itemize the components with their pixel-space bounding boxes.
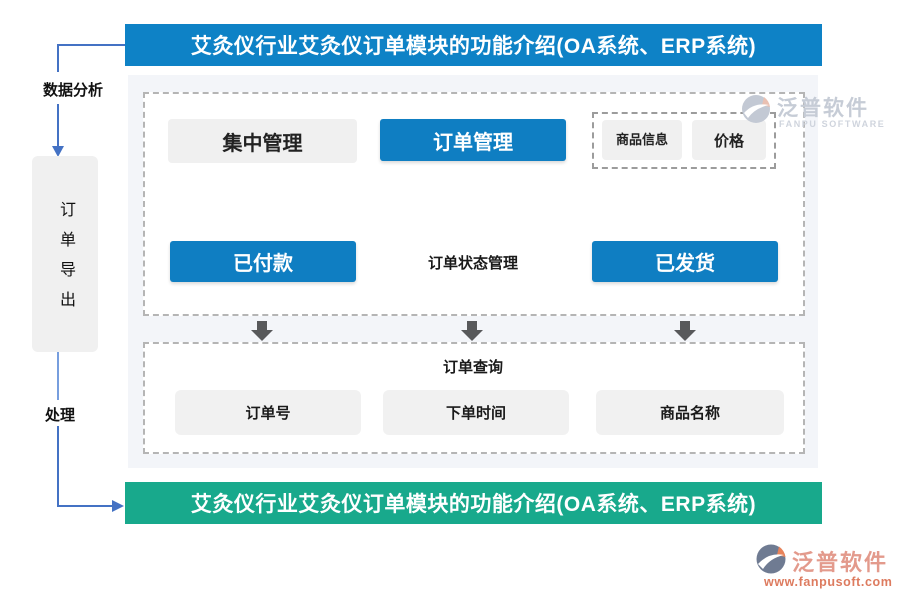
sidebar-label-data-analysis: 数据分析 xyxy=(42,82,103,99)
watermark-subtitle: FANPU SOFTWARE xyxy=(779,119,886,129)
node-order-management: 订单管理 xyxy=(380,119,566,161)
footer-logo-url: www.fanpusoft.com xyxy=(764,575,893,589)
node-price: 价格 xyxy=(692,120,766,160)
label-order-status-management: 订单状态管理 xyxy=(427,255,518,272)
sidebar-box-order-export-label: 订单导出 xyxy=(57,201,74,321)
sidebar-label-process: 处理 xyxy=(44,407,75,424)
bottom-banner-title: 艾灸仪行业艾灸仪订单模块的功能介绍(OA系统、ERP系统) xyxy=(125,482,822,524)
query-title: 订单查询 xyxy=(442,359,503,376)
sidebar-box-order-export: 订单导出 xyxy=(32,156,98,352)
node-product-info: 商品信息 xyxy=(602,120,682,160)
node-shipped: 已发货 xyxy=(592,241,778,282)
top-banner-title: 艾灸仪行业艾灸仪订单模块的功能介绍(OA系统、ERP系统) xyxy=(125,24,822,66)
query-item-product-name: 商品名称 xyxy=(596,390,784,435)
connector-banner-to-data-analysis xyxy=(57,44,125,72)
fanpu-logo-icon xyxy=(756,544,786,574)
footer-logo-name: 泛普软件 xyxy=(792,550,889,575)
connector-process-to-banner xyxy=(57,426,112,507)
arrowhead-right-icon xyxy=(112,500,124,512)
node-centralized-management: 集中管理 xyxy=(168,119,357,163)
footer-logo: 泛普软件 www.fanpusoft.com xyxy=(752,544,893,595)
query-item-order-number: 订单号 xyxy=(175,390,361,435)
watermark: 泛普软件 FANPU SOFTWARE xyxy=(740,90,890,138)
query-item-order-time: 下单时间 xyxy=(383,390,569,435)
fanpu-watermark-logo-icon xyxy=(742,95,770,123)
watermark-name: 泛普软件 xyxy=(777,97,869,120)
node-paid: 已付款 xyxy=(170,241,356,282)
